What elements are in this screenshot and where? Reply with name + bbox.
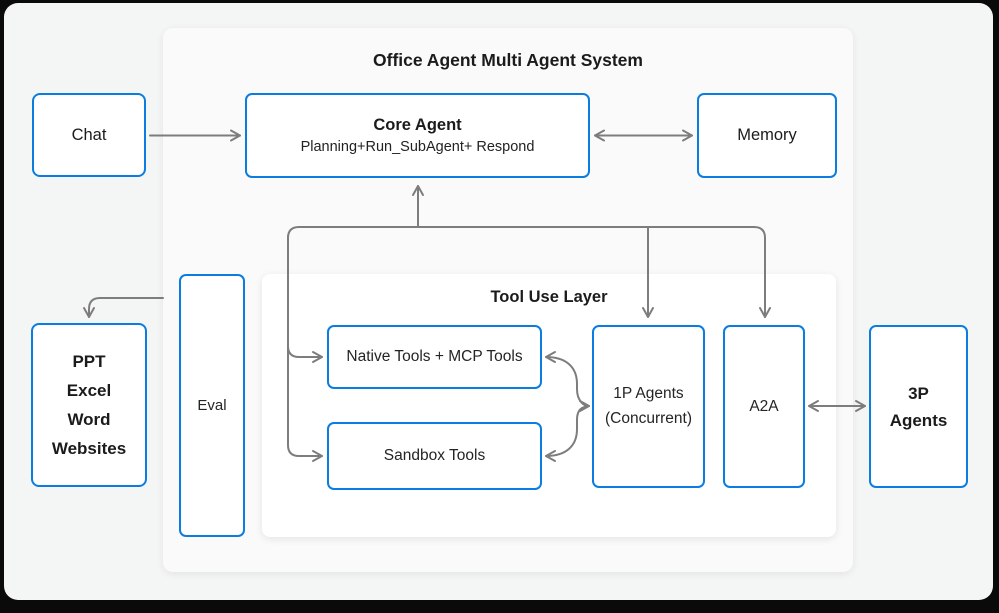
native-tools-node: Native Tools + MCP Tools — [327, 325, 542, 389]
chat-label: Chat — [71, 125, 107, 144]
first-party-agents-line2: (Concurrent) — [605, 409, 692, 427]
sandbox-tools-label: Sandbox Tools — [383, 447, 486, 464]
eval-label: Eval — [197, 397, 227, 414]
tool-panel-title: Tool Use Layer — [490, 288, 608, 306]
a2a-node: A2A — [723, 325, 805, 488]
output-doc-line-word: Word — [67, 410, 111, 429]
eval-node: Eval — [179, 274, 245, 537]
first-party-agents-node: 1P Agents (Concurrent) — [592, 325, 705, 488]
output-docs-node: PPT Excel Word Websites — [31, 323, 147, 487]
third-party-agents-line2: Agents — [889, 410, 948, 430]
core-agent-node: Core Agent Planning+Run_SubAgent+ Respon… — [245, 93, 590, 178]
output-doc-line-ppt: PPT — [72, 352, 106, 371]
chat-node: Chat — [32, 93, 146, 177]
memory-node: Memory — [697, 93, 837, 178]
output-doc-line-websites: Websites — [51, 439, 127, 458]
main-panel-title: Office Agent Multi Agent System — [373, 50, 643, 70]
third-party-agents-line1: 3P — [908, 383, 929, 403]
core-agent-subtitle: Planning+Run_SubAgent+ Respond — [300, 139, 535, 155]
a2a-label: A2A — [749, 397, 779, 415]
core-agent-title: Core Agent — [373, 116, 462, 134]
memory-label: Memory — [737, 126, 797, 144]
output-doc-line-excel: Excel — [66, 381, 112, 400]
first-party-agents-line1: 1P Agents — [613, 385, 684, 403]
third-party-agents-node: 3P Agents — [869, 325, 968, 488]
native-tools-label: Native Tools + MCP Tools — [346, 348, 523, 365]
sandbox-tools-node: Sandbox Tools — [327, 422, 542, 490]
